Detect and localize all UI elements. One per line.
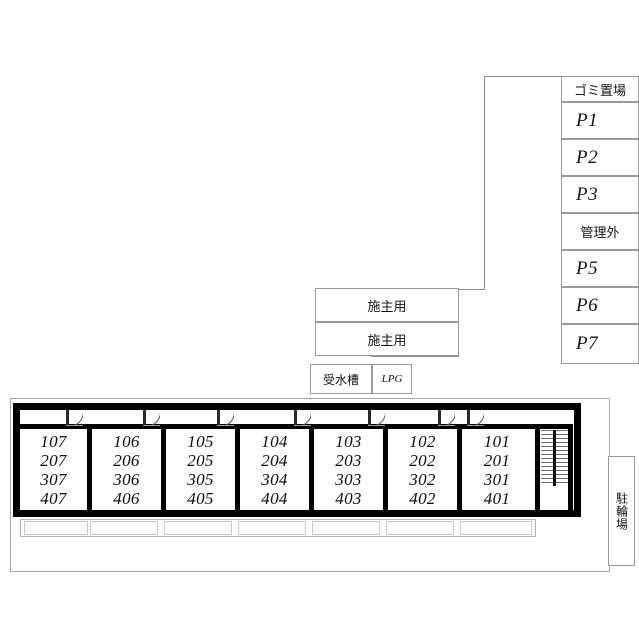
unit-101[interactable]: 101 201 301 401 — [462, 429, 532, 510]
unit-partition-wall — [309, 424, 314, 515]
parking-cell-label: ゴミ置場 — [573, 83, 626, 99]
room-number: 103 — [335, 431, 362, 451]
driveway-lower-edge — [458, 289, 485, 290]
unit-102[interactable]: 102 202 302 402 — [388, 429, 457, 510]
building-wall-top — [13, 403, 542, 410]
balcony-unit — [24, 521, 88, 535]
stair-core-inner-left-wall — [535, 424, 540, 515]
parking-cell-p7[interactable]: P7 — [561, 324, 639, 364]
unit-106[interactable]: 106 206 306 406 — [92, 429, 161, 510]
room-number: 404 — [261, 488, 288, 508]
parking-cell-label: P2 — [576, 146, 599, 168]
entrance-door-icon — [368, 410, 385, 426]
room-number: 107 — [40, 431, 67, 451]
stair-core-wall-right — [574, 403, 581, 517]
balcony-unit — [90, 521, 158, 535]
owner-block-1[interactable]: 施主用 — [315, 288, 459, 322]
balcony-unit — [460, 521, 532, 535]
room-number: 204 — [261, 450, 288, 470]
room-number: 104 — [261, 431, 288, 451]
unit-partition-wall — [161, 424, 166, 515]
room-number: 203 — [335, 450, 362, 470]
parking-cell-p6[interactable]: P6 — [561, 287, 639, 324]
stair-core-wall-bottom — [535, 510, 581, 517]
owner-block-label: 施主用 — [367, 299, 407, 315]
entrance-door-icon — [143, 410, 160, 426]
unit-103[interactable]: 103 203 303 403 — [314, 429, 383, 510]
stair-core-inner-top-wall — [535, 424, 572, 429]
building-wall-bottom — [13, 510, 542, 517]
unit-107[interactable]: 107 207 307 407 — [20, 429, 87, 510]
parking-cell-label: P7 — [576, 333, 599, 354]
parking-cell-p3[interactable]: P3 — [561, 176, 639, 213]
room-number: 307 — [40, 469, 67, 489]
stairs — [541, 430, 568, 490]
water-tank-label: 受水槽 — [322, 372, 359, 387]
owner-block-2[interactable]: 施主用 — [315, 322, 459, 356]
lpg-block[interactable]: LPG — [372, 364, 412, 394]
parking-cell-gomi[interactable]: ゴミ置場 — [561, 76, 639, 102]
parking-cell-kanrigai[interactable]: 管理外 — [561, 213, 639, 250]
bike-parking-box[interactable]: 駐輪場 — [608, 456, 635, 566]
stair-core-wall-top — [542, 403, 581, 410]
room-number: 304 — [261, 469, 288, 489]
stair-stringer — [553, 430, 556, 486]
balcony-unit — [164, 521, 232, 535]
unit-104[interactable]: 104 204 304 404 — [240, 429, 309, 510]
unit-partition-wall — [235, 424, 240, 515]
stair-core-inner-right-wall — [568, 424, 573, 515]
parking-cell-label: P6 — [576, 294, 599, 316]
unit-partition-wall — [383, 424, 388, 515]
unit-105[interactable]: 105 205 305 405 — [166, 429, 235, 510]
room-number: 403 — [335, 488, 362, 508]
parking-cell-label: P5 — [576, 257, 599, 279]
entrance-door-icon — [66, 410, 83, 426]
room-number: 205 — [187, 450, 214, 470]
parking-cell-p1[interactable]: P1 — [561, 102, 639, 139]
unit-partition-wall — [87, 424, 92, 515]
room-number: 303 — [335, 469, 362, 489]
room-number: 402 — [409, 488, 436, 508]
room-number: 405 — [187, 488, 214, 508]
parking-cell-label: P3 — [576, 183, 599, 205]
parking-cell-p5[interactable]: P5 — [561, 250, 639, 287]
driveway-top-edge — [484, 76, 562, 77]
parking-column: ゴミ置場 P1 P2 P3 管理外 P5 P6 P7 — [561, 76, 639, 364]
balcony-unit — [312, 521, 380, 535]
room-number: 105 — [187, 431, 214, 451]
entrance-door-icon — [438, 410, 455, 426]
bike-parking-label: 駐輪場 — [614, 491, 629, 531]
room-number: 302 — [409, 469, 436, 489]
entrance-door-icon — [217, 410, 234, 426]
room-number: 206 — [113, 450, 140, 470]
parking-cell-label: 管理外 — [580, 226, 620, 241]
balcony-unit — [386, 521, 454, 535]
room-number: 407 — [40, 488, 67, 508]
room-number: 301 — [483, 469, 511, 489]
room-number: 202 — [409, 450, 436, 470]
parking-cell-p2[interactable]: P2 — [561, 139, 639, 176]
driveway-left-edge — [484, 76, 485, 290]
owner-block-label: 施主用 — [367, 333, 407, 349]
unit-partition-wall — [457, 424, 462, 515]
entrance-door-icon — [294, 410, 311, 426]
corridor-unit-divider-wall — [13, 424, 535, 429]
entrance-door-icon — [467, 410, 484, 426]
water-tank-block[interactable]: 受水槽 — [310, 364, 372, 394]
building-wall-left — [13, 403, 20, 517]
room-number: 101 — [483, 431, 511, 451]
balcony-unit — [238, 521, 306, 535]
room-number: 306 — [113, 469, 140, 489]
room-number: 201 — [483, 450, 511, 470]
room-number: 401 — [483, 488, 511, 508]
room-number: 106 — [113, 431, 140, 451]
room-number: 207 — [40, 450, 67, 470]
driveway-bottom-edge — [371, 356, 459, 357]
room-number: 305 — [187, 469, 214, 489]
lpg-label: LPG — [381, 373, 403, 385]
room-number: 102 — [409, 431, 436, 451]
parking-cell-label: P1 — [576, 109, 599, 131]
room-number: 406 — [113, 488, 140, 508]
